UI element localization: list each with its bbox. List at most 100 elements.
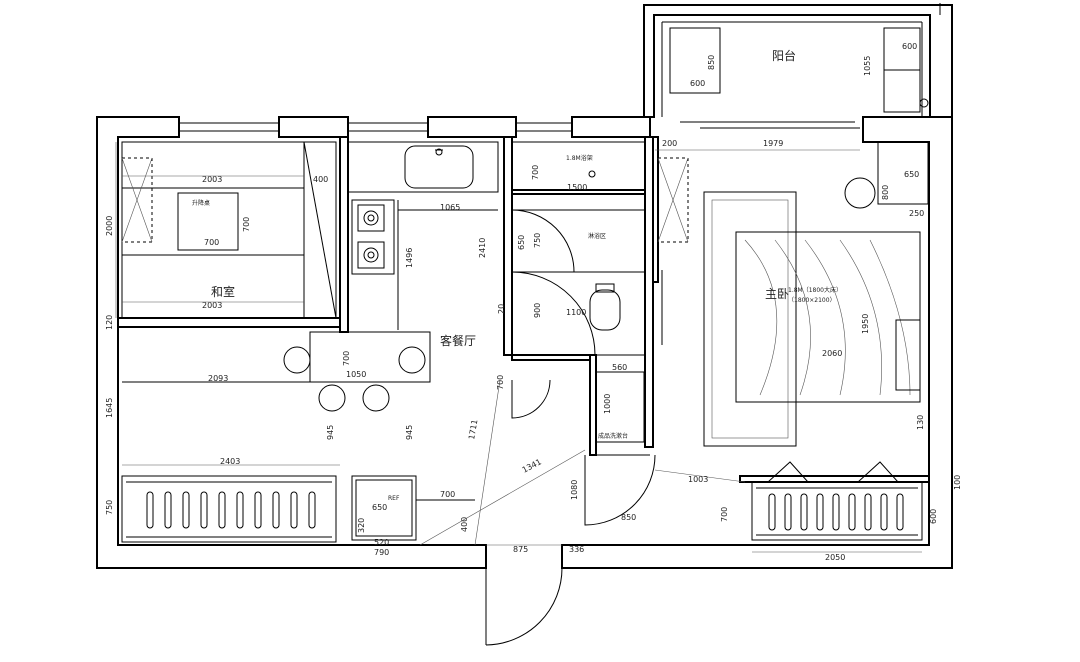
dim-130: 130 [916, 415, 925, 430]
dim-700-table: 700 [204, 238, 219, 247]
hanger [768, 493, 776, 531]
hanger [848, 493, 856, 531]
hanger [200, 491, 208, 529]
dim-700-door: 700 [496, 375, 505, 390]
hanger [864, 493, 872, 531]
dim-1003: 1003 [688, 475, 708, 484]
dim-1341: 1341 [521, 457, 543, 475]
stove-burner [357, 204, 385, 232]
hanger [272, 491, 280, 529]
dim-1500: 1500 [567, 183, 587, 192]
kitchen: 1065 1496 2410 [347, 141, 499, 330]
dim-700-bar: 700 [342, 351, 351, 366]
wardrobe-right: 700 600 2050 [720, 461, 938, 562]
dim-20: 20 [497, 304, 506, 314]
hanger [290, 491, 298, 529]
cabinet-label: 成品洗漱台 [598, 432, 628, 440]
fridge: REF 650 320 520 700 400 790 [351, 475, 475, 557]
dim-2403: 2403 [220, 457, 240, 466]
dim-400-lower: 400 [460, 517, 469, 532]
dim-100: 100 [953, 475, 962, 490]
hanger [832, 493, 840, 531]
dim-336: 336 [569, 545, 584, 554]
outer-walls [96, 3, 953, 569]
dim-320: 320 [357, 518, 366, 533]
master-label: 主卧 [765, 287, 789, 301]
dim-1080: 1080 [570, 480, 579, 500]
dim-700-table-v: 700 [242, 217, 251, 232]
dim-900: 900 [533, 303, 542, 318]
dim-400: 400 [313, 175, 328, 184]
dim-200: 200 [662, 139, 677, 148]
dim-850-bal: 850 [707, 55, 716, 70]
hanger [816, 493, 824, 531]
dim-700-right: 700 [720, 507, 729, 522]
dim-2000: 2000 [105, 216, 114, 236]
dim-120: 120 [105, 315, 114, 330]
dim-250: 250 [909, 209, 924, 218]
washitsu-room: 和室 升降桌 2003 400 2000 700 700 2003 120 [105, 141, 337, 330]
fridge-label: REF [388, 495, 400, 502]
dim-2003-top: 2003 [202, 175, 222, 184]
balcony: 850 600 阳台 1055 600 1979 200 [655, 27, 929, 151]
dim-600-bal-r: 600 [902, 42, 917, 51]
dim-945-b: 945 [405, 425, 414, 440]
dim-750-left: 750 [105, 500, 114, 515]
hanger [218, 491, 226, 529]
wardrobe-left [121, 475, 337, 543]
hanger [880, 493, 888, 531]
dim-1950: 1950 [861, 314, 870, 334]
dim-750-bath: 750 [533, 233, 542, 248]
bath-rack-label: 1.8M浴架 [566, 154, 593, 162]
dim-1979: 1979 [763, 139, 783, 148]
dim-560: 560 [612, 363, 627, 372]
hanger [236, 491, 244, 529]
dim-1496: 1496 [405, 248, 414, 268]
hanger [182, 491, 190, 529]
dim-520: 520 [374, 538, 389, 547]
dim-850: 850 [621, 513, 636, 522]
dim-700-bath: 700 [531, 165, 540, 180]
dim-600-bal-l: 600 [690, 79, 705, 88]
interior-walls [117, 136, 930, 483]
hanger [896, 493, 904, 531]
dim-650-fridge: 650 [372, 503, 387, 512]
shower-label: 淋浴区 [588, 232, 606, 240]
dim-875: 875 [513, 545, 528, 554]
dim-2410: 2410 [478, 238, 487, 258]
hanger [308, 491, 316, 529]
dim-2093: 2093 [208, 374, 228, 383]
dining-area: 2093 1050 700 1645 945 945 2403 750 [105, 331, 431, 515]
lift-table-label: 升降桌 [192, 199, 210, 207]
dim-1000: 1000 [603, 394, 612, 414]
hanger [146, 491, 154, 529]
dim-1055: 1055 [863, 56, 872, 76]
stove-burner [357, 241, 385, 269]
living-label: 客餐厅 [440, 333, 476, 348]
dim-945-a: 945 [326, 425, 335, 440]
bed-spec-label: 1.8M（1800大床） [788, 286, 842, 294]
dim-1711: 1711 [467, 419, 479, 441]
hanger [784, 493, 792, 531]
hanger [164, 491, 172, 529]
dim-1645: 1645 [105, 398, 114, 418]
dim-650-side: 650 [904, 170, 919, 179]
washitsu-label: 和室 [211, 284, 235, 299]
dim-700-fridge: 700 [440, 490, 455, 499]
dim-800: 800 [881, 185, 890, 200]
balcony-label: 阳台 [772, 48, 796, 63]
dim-650: 650 [517, 235, 526, 250]
hanger [800, 493, 808, 531]
dim-2060: 2060 [822, 349, 842, 358]
dim-790: 790 [374, 548, 389, 557]
hanger [254, 491, 262, 529]
dim-1100: 1100 [566, 308, 586, 317]
bed-size-label: （1800×2100） [788, 297, 836, 304]
dim-2003-bottom: 2003 [202, 301, 222, 310]
bathroom: 1.8M浴架 1500 700 淋浴区 650 750 900 1100 20 … [497, 141, 656, 526]
dim-2050: 2050 [825, 553, 845, 562]
master-bedroom: 主卧 1.8M（1800大床） （1800×2100） 2060 1950 65… [654, 141, 962, 490]
living-dining-room: 客餐厅 1711 1341 875 336 700 [419, 333, 586, 646]
dim-1065: 1065 [440, 203, 460, 212]
